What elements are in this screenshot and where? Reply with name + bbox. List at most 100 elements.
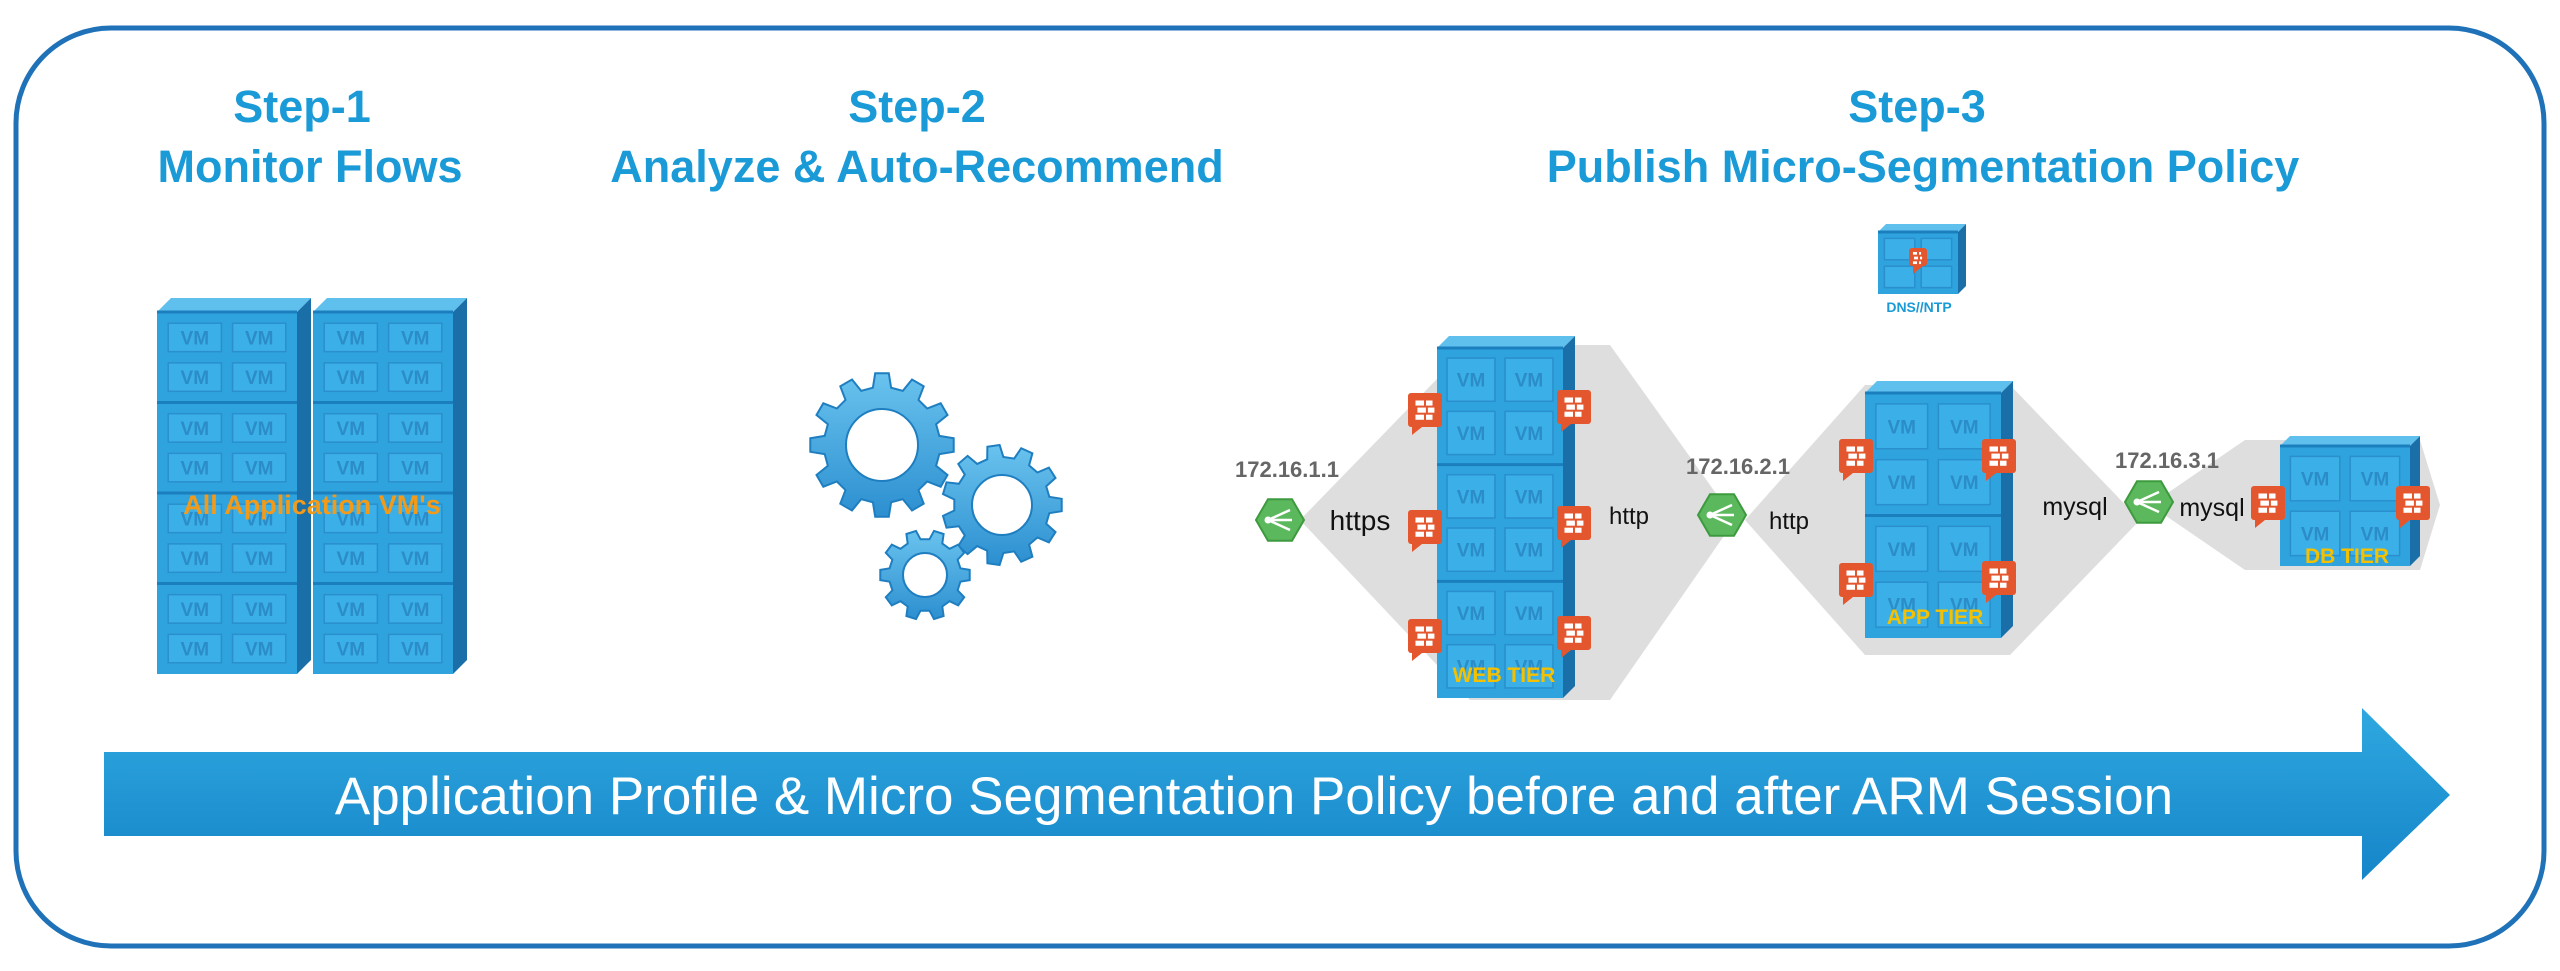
vm-cell-label: VM [401,509,430,530]
vm-cell-label: VM [337,419,366,440]
vm-cell-label: VM [1457,487,1486,508]
vm-cell-label: VM [1950,417,1979,438]
gear-icon [879,529,971,621]
vm-cell-label: VM [337,509,366,530]
vm-cell-label: VM [1515,487,1544,508]
step3-number: Step-3 [1848,81,1986,132]
vm-cell-label: VM [1887,540,1916,561]
vm-cell-label: VM [401,419,430,440]
app-tier-label: APP TIER [1887,606,1983,629]
vm-cell-label: VM [245,459,274,480]
step1-title: Monitor Flows [158,141,463,192]
app-to-db-protocol: mysql [2042,493,2107,521]
vm-cell-label: VM [181,368,210,389]
vm-cell-label: VM [2301,470,2330,491]
firewall-icon [1557,616,1591,658]
firewall-icon [2251,486,2285,528]
firewall-icon [1557,390,1591,432]
vm-cell-label: VM [2301,524,2330,545]
vm-cell-label: VM [1887,596,1916,617]
load-balancer-icons [1254,480,2175,542]
step3-title: Publish Micro-Segmentation Policy [1547,141,2300,192]
step2-title: Analyze & Auto-Recommend [610,141,1223,192]
firewall-icon [2396,486,2430,528]
firewall-icon [1408,510,1442,552]
web-tier-label: WEB TIER [1453,664,1556,687]
gear-icon [941,443,1063,567]
vm-cell-label: VM [337,459,366,480]
vm-cell-label: VM [1950,473,1979,494]
server-rack-icon: VM VM VM VM VM VM VM VM VM VM VM VM VM VM VM VM [313,298,467,674]
lb3-protocol: mysql [2179,494,2244,522]
firewall-icons [1408,248,2430,661]
gear-icon [809,372,955,518]
lb3-ip: 172.16.3.1 [2115,448,2219,473]
vm-cell-label: VM [2361,470,2390,491]
vm-cell-label: VM [1457,424,1486,445]
firewall-icon [1408,393,1442,435]
firewall-icon [1909,248,1927,274]
vm-cell-label: VM [1515,424,1544,445]
vm-cell-label: VM [1457,657,1486,678]
vm-cell-label: VM [1515,657,1544,678]
load-balancer-icon [1696,493,1748,537]
vm-cell-label: VM [337,328,366,349]
vm-cell-label: VM [1457,371,1486,392]
vm-cell-label: VM [2361,524,2390,545]
banner-arrow [104,708,2450,880]
step2-number: Step-2 [848,81,986,132]
vm-cell-label: VM [337,600,366,621]
vm-cell-label: VM [181,600,210,621]
vm-cell-label: VM [337,640,366,661]
vm-cell-label: VM [401,640,430,661]
analysis-gears [809,372,1063,621]
lb2-protocol: http [1769,508,1809,535]
vm-cell-label: VM [1515,371,1544,392]
vm-cell-label: VM [401,549,430,570]
vm-cell-label: VM [401,368,430,389]
vm-cell-label: VM [181,328,210,349]
vm-cell-label: VM [245,419,274,440]
lb1-protocol: https [1330,505,1391,536]
firewall-icon [1557,506,1591,548]
vm-cell-label: VM [1887,473,1916,494]
firewall-icon [1982,561,2016,603]
firewall-icon [1839,439,1873,481]
dns-ntp-rack-icon [1878,224,1966,294]
vm-cell-label: VM [1950,596,1979,617]
vm-cell-label: VM [181,640,210,661]
vm-cell-label: VM [401,600,430,621]
banner-text: Application Profile & Micro Segmentation… [335,767,2173,826]
firewall-icon [1408,619,1442,661]
vm-cell-label: VM [245,328,274,349]
vm-cell-label: VM [181,419,210,440]
vm-cell-label: VM [181,509,210,530]
db-tier-rack-icon: VM VM VM VM [2280,436,2420,566]
vm-cell-label: VM [401,459,430,480]
vm-cell-label: VM [401,328,430,349]
vm-cell-label: VM [1457,541,1486,562]
vm-cell-label: VM [245,549,274,570]
vm-cell-label: VM [1887,417,1916,438]
vm-cell-label: VM [181,549,210,570]
load-balancer-icon [2123,480,2175,524]
load-balancer-icon [1254,498,1306,542]
all-app-vms-label: All Application VM's [183,490,440,520]
vm-cell-label: VM [181,459,210,480]
lb1-ip: 172.16.1.1 [1235,457,1339,482]
vm-cell-label: VM [1457,604,1486,625]
dns-ntp-label: DNS//NTP [1886,299,1951,315]
firewall-icon [1839,563,1873,605]
vm-cell-label: VM [337,368,366,389]
vm-cell-label: VM [1515,604,1544,625]
vm-cell-label: VM [337,549,366,570]
vm-cell-label: VM [245,600,274,621]
vm-cell-label: VM [245,368,274,389]
step1-number: Step-1 [233,81,371,132]
web-to-app-protocol: http [1609,503,1649,530]
vm-cell-label: VM [245,640,274,661]
